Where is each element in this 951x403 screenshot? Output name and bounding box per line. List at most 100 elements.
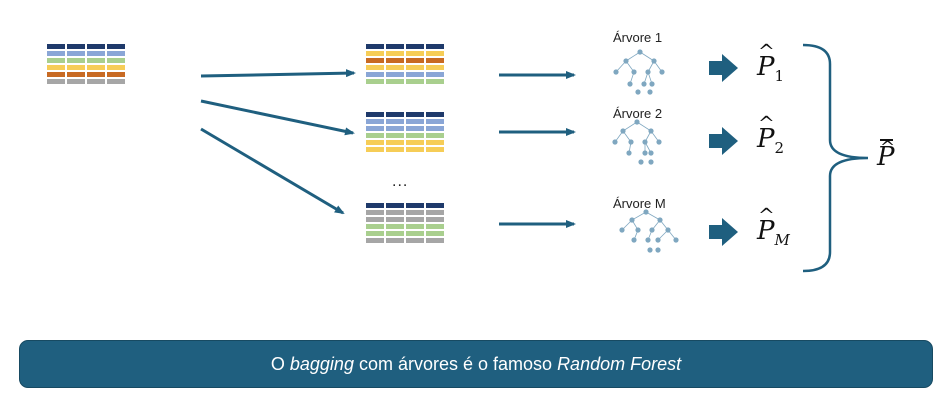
table-cell bbox=[366, 65, 384, 70]
bagging-diagram bbox=[47, 43, 869, 273]
tree-node bbox=[613, 69, 619, 75]
table-cell bbox=[107, 51, 125, 56]
table-cell bbox=[386, 224, 404, 229]
tree-node bbox=[643, 209, 649, 215]
tree-node bbox=[649, 81, 655, 87]
tree-node bbox=[629, 217, 635, 223]
table-cell bbox=[426, 238, 444, 243]
table-cell bbox=[426, 72, 444, 77]
estimate-p1: ^P1 bbox=[757, 39, 785, 85]
table-cell bbox=[406, 224, 424, 229]
tree-edge bbox=[645, 211, 661, 221]
tree-node bbox=[642, 139, 648, 145]
tree-edge bbox=[622, 121, 638, 132]
table-cell bbox=[87, 79, 105, 84]
table-cell bbox=[406, 140, 424, 145]
tree-label-2: Árvore 2 bbox=[613, 106, 663, 121]
table-cell bbox=[406, 126, 424, 131]
table-cell bbox=[47, 72, 65, 77]
tree-node bbox=[626, 150, 632, 156]
tree-node bbox=[623, 58, 629, 64]
tree-node bbox=[642, 150, 648, 156]
table-cell bbox=[386, 79, 404, 84]
table-cell bbox=[366, 210, 384, 215]
table-cell bbox=[366, 238, 384, 243]
tree-node bbox=[648, 128, 654, 134]
table-cell bbox=[426, 112, 444, 117]
tree-node bbox=[665, 227, 671, 233]
tree-edge bbox=[639, 51, 655, 62]
table-cell bbox=[67, 58, 85, 63]
aggregate-bar bbox=[880, 139, 893, 141]
table-cell bbox=[426, 44, 444, 49]
tree-edge bbox=[636, 121, 652, 132]
estimate-pm: ^PM bbox=[757, 203, 790, 249]
table-cell bbox=[107, 58, 125, 63]
tree-node bbox=[612, 139, 618, 145]
table-cell bbox=[406, 203, 424, 208]
block-arrow-2 bbox=[709, 127, 738, 155]
table-cell bbox=[366, 231, 384, 236]
table-cell bbox=[386, 231, 404, 236]
tree-node bbox=[655, 247, 661, 253]
table-cell bbox=[406, 238, 424, 243]
table-cell bbox=[426, 203, 444, 208]
table-cell bbox=[406, 217, 424, 222]
table-cell bbox=[67, 72, 85, 77]
tree-node bbox=[656, 139, 662, 145]
table-cell bbox=[107, 65, 125, 70]
tree-node bbox=[651, 58, 657, 64]
table-cell bbox=[366, 133, 384, 138]
table-cell bbox=[426, 133, 444, 138]
table-cell bbox=[67, 44, 85, 49]
table-cell bbox=[366, 140, 384, 145]
block-arrow-1 bbox=[709, 54, 738, 82]
tree-m-icon bbox=[619, 209, 679, 253]
table-cell bbox=[426, 231, 444, 236]
table-cell bbox=[386, 147, 404, 152]
tree-1-icon bbox=[613, 49, 665, 95]
tree-node bbox=[628, 139, 634, 145]
table-cell bbox=[366, 203, 384, 208]
tree-node bbox=[657, 217, 663, 223]
table-cell bbox=[406, 44, 424, 49]
tree-node bbox=[655, 237, 661, 243]
tree-node bbox=[673, 237, 679, 243]
table-cell bbox=[386, 126, 404, 131]
tree-node bbox=[647, 247, 653, 253]
tree-edge bbox=[631, 211, 647, 221]
table-cell bbox=[67, 51, 85, 56]
table-cell bbox=[366, 72, 384, 77]
table-cell bbox=[386, 65, 404, 70]
tree-node bbox=[627, 81, 633, 87]
aggregation-brace bbox=[802, 43, 869, 273]
table-cell bbox=[386, 210, 404, 215]
tree-node bbox=[637, 49, 643, 55]
table-cell bbox=[107, 72, 125, 77]
tree-node bbox=[645, 237, 651, 243]
table-cell bbox=[406, 210, 424, 215]
table-cell bbox=[406, 65, 424, 70]
random-forest-banner: O bagging com árvores é o famoso Random … bbox=[19, 340, 933, 388]
bootstrap-sample-m-table bbox=[366, 203, 444, 243]
arrow-original-to-sample-m bbox=[200, 127, 345, 215]
tree-node bbox=[645, 69, 651, 75]
table-cell bbox=[426, 217, 444, 222]
table-cell bbox=[426, 147, 444, 152]
table-cell bbox=[426, 65, 444, 70]
tree-node bbox=[648, 150, 654, 156]
table-cell bbox=[426, 79, 444, 84]
tree-node bbox=[620, 128, 626, 134]
table-cell bbox=[386, 119, 404, 124]
block-arrow-m bbox=[709, 218, 738, 246]
table-cell bbox=[47, 79, 65, 84]
estimate-p2: ^P2 bbox=[757, 111, 785, 157]
table-cell bbox=[366, 119, 384, 124]
tree-node bbox=[659, 69, 665, 75]
tree-node bbox=[641, 81, 647, 87]
table-cell bbox=[366, 147, 384, 152]
table-cell bbox=[87, 44, 105, 49]
table-cell bbox=[426, 140, 444, 145]
table-cell bbox=[386, 133, 404, 138]
tree-node bbox=[631, 69, 637, 75]
